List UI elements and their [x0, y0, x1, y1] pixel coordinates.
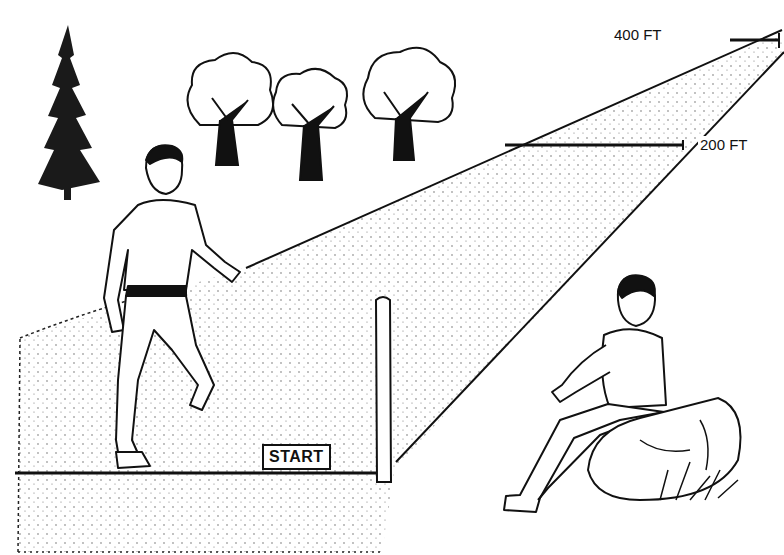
distance-marker: [730, 39, 779, 42]
pine-tree: [38, 25, 100, 200]
path-edge: [18, 338, 20, 552]
distance-marker: [505, 144, 683, 147]
course-line: [246, 30, 782, 268]
grass: [660, 462, 738, 500]
sign-text: START: [269, 448, 324, 466]
rock-shading: [640, 420, 708, 470]
course-line: [396, 52, 784, 462]
marker-post: [376, 297, 391, 482]
start-sign: START: [262, 444, 331, 470]
rock: [588, 398, 741, 500]
deciduous-tree: [363, 48, 455, 160]
marker-tick: [682, 140, 684, 150]
deciduous-tree: [188, 53, 274, 165]
start-line: [15, 472, 382, 475]
distance-label: 400 FT: [612, 26, 664, 43]
marker-tick: [778, 33, 780, 48]
distance-label: 200 FT: [698, 136, 750, 153]
walking-man: [104, 145, 240, 468]
path-edge: [18, 551, 380, 553]
deciduous-tree: [273, 69, 347, 180]
